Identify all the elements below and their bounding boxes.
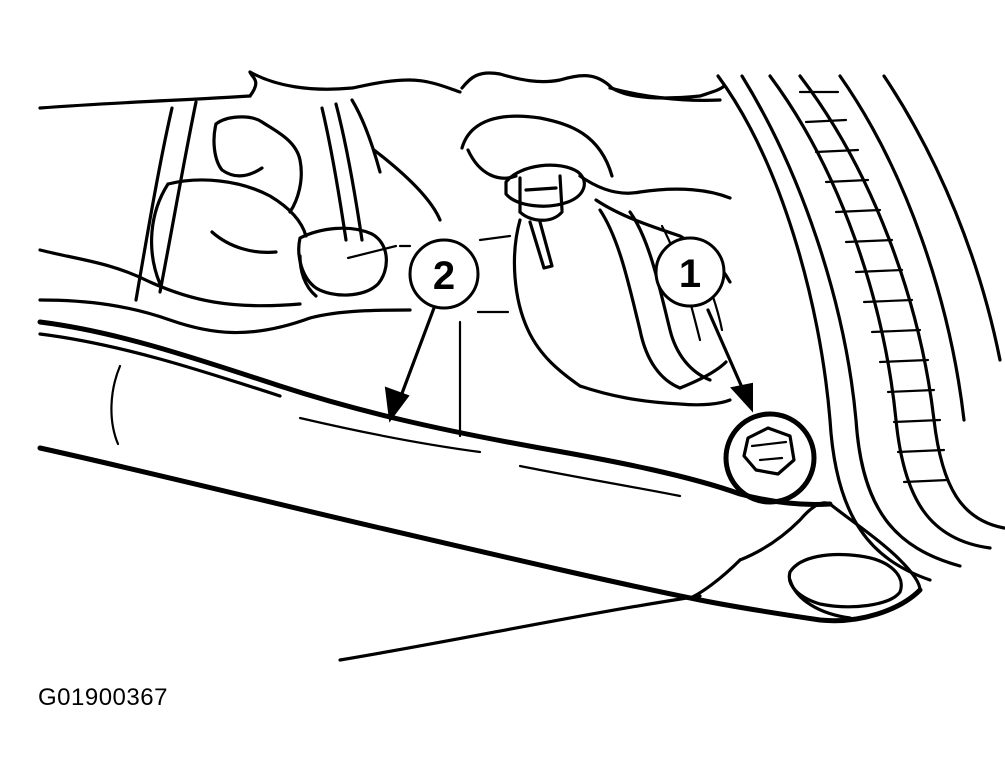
callout-1-number: 1 (679, 252, 701, 296)
pinch-bolt (723, 411, 817, 505)
stabilizer-bar (38, 234, 512, 335)
callout-1-leader (706, 308, 753, 413)
callout-2: 2 (408, 238, 480, 310)
castle-nut (504, 163, 586, 270)
knuckle-housing (460, 114, 732, 407)
callout-1: 1 (654, 236, 726, 308)
chassis-outline (38, 70, 726, 110)
figure-id-label: G01900367 (38, 684, 168, 711)
callout-2-leader (384, 244, 436, 423)
callout-2-circle (408, 238, 480, 310)
callout-1-circle (654, 236, 726, 308)
stabilizer-link (134, 98, 442, 302)
callout-2-number: 2 (433, 254, 455, 298)
brake-disc (716, 74, 1005, 582)
lower-control-arm (37, 319, 923, 662)
